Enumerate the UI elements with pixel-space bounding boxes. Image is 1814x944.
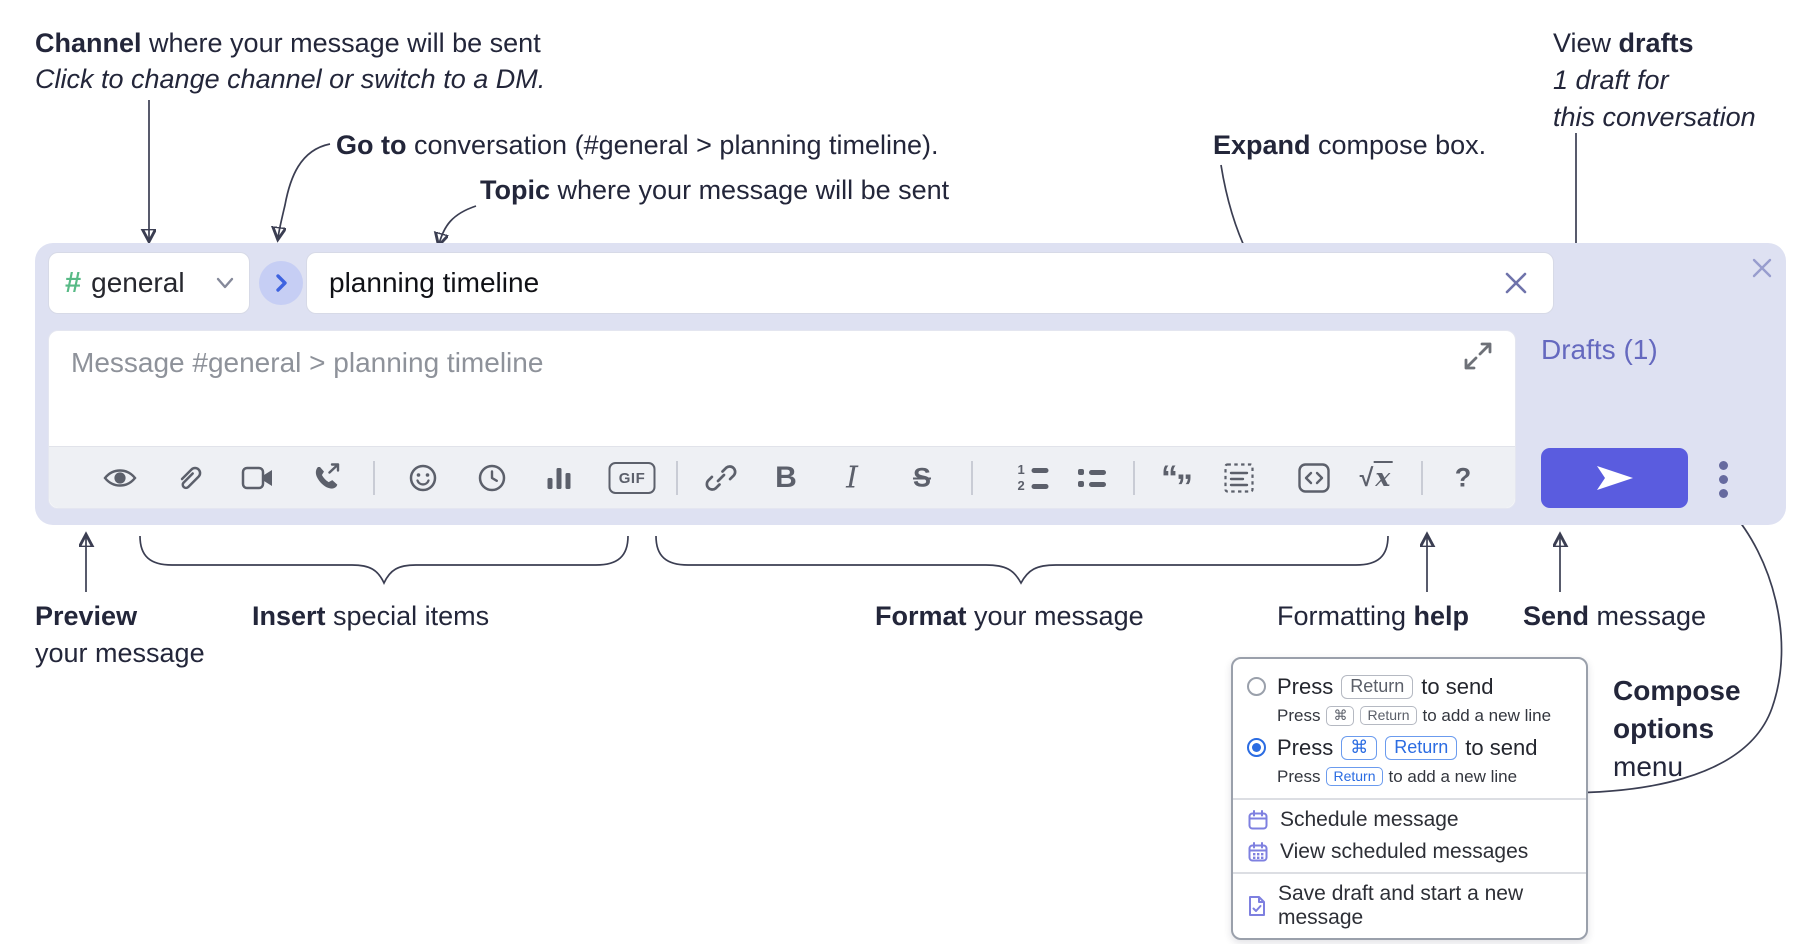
emoji-icon — [409, 464, 437, 492]
option-return-to-send[interactable]: Press Return to send Press ⌘ Return to a… — [1247, 673, 1571, 727]
toolbar-divider — [373, 461, 375, 495]
gif-icon: GIF — [608, 462, 656, 494]
link-icon — [705, 465, 737, 491]
kebab-icon — [1718, 460, 1728, 470]
bold-button[interactable]: B — [775, 461, 797, 494]
chevron-right-icon — [276, 274, 287, 292]
formula-icon: √x — [1359, 461, 1393, 492]
annotation-expand: Expand compose box. — [1213, 130, 1487, 160]
menu-item-view-scheduled[interactable]: View scheduled messages — [1245, 836, 1574, 868]
code-button[interactable] — [1297, 462, 1331, 494]
code-block-button[interactable] — [1223, 462, 1255, 494]
formatting-help-button[interactable]: ? — [1454, 462, 1472, 493]
annotation-channel: Channel where your message will be sent … — [35, 28, 546, 94]
key-return: Return — [1385, 736, 1458, 760]
key-return: Return — [1326, 767, 1383, 786]
composer-close-button[interactable] — [1748, 254, 1776, 282]
link-button[interactable] — [705, 462, 737, 494]
gif-button[interactable]: GIF — [608, 462, 656, 494]
menu-item-save-draft[interactable]: Save draft and start a new message — [1245, 878, 1574, 934]
channel-hash-icon: # — [65, 266, 82, 299]
key-cmd: ⌘ — [1326, 705, 1355, 726]
option-cmd-return-to-send[interactable]: Press ⌘ Return to send Press Return to a… — [1247, 734, 1571, 788]
code-icon — [1298, 463, 1330, 493]
annotation-view-drafts: View drafts 1 draft for this conversatio… — [1553, 28, 1756, 132]
compose-box: # general Message #general > planning ti… — [35, 243, 1786, 525]
toolbar-divider — [1133, 461, 1135, 495]
video-clip-button[interactable] — [241, 465, 275, 491]
annotation-formatting-help: Formatting help — [1277, 601, 1470, 631]
toolbar-divider — [676, 461, 678, 495]
annotation-topic: Topic where your message will be sent — [480, 175, 950, 205]
key-return: Return — [1360, 706, 1417, 725]
blockquote-button[interactable]: “” — [1161, 459, 1193, 506]
compose-options-menu: Press Return to send Press ⌘ Return to a… — [1231, 657, 1588, 940]
radio-selected[interactable] — [1247, 738, 1266, 757]
clock-button[interactable] — [477, 463, 507, 493]
drafts-link[interactable]: Drafts (1) — [1541, 334, 1658, 365]
emoji-button[interactable] — [408, 463, 438, 493]
key-return: Return — [1341, 675, 1414, 699]
phone-outgoing-icon — [315, 463, 340, 489]
chevron-down-icon — [216, 277, 234, 289]
calendar-icon — [1248, 810, 1268, 830]
radio-unselected[interactable] — [1247, 677, 1266, 696]
code-block-icon — [1224, 463, 1254, 493]
annotation-goto: Go to conversation (#general > planning … — [336, 130, 939, 160]
expand-icon — [1464, 342, 1492, 370]
audio-call-button[interactable] — [312, 463, 342, 493]
annotation-channel-sub: Click to change channel or switch to a D… — [35, 64, 546, 94]
paperclip-icon — [180, 466, 202, 490]
video-camera-icon — [241, 466, 272, 490]
send-icon — [1596, 466, 1633, 490]
clock-icon — [478, 464, 506, 492]
annotation-compose-options: Compose options menu — [1613, 675, 1741, 782]
send-button[interactable] — [1541, 448, 1688, 508]
bullet-list-icon — [1078, 469, 1106, 487]
topic-input[interactable] — [306, 252, 1554, 314]
bar-chart-icon — [547, 468, 571, 489]
italic-button[interactable]: I — [846, 460, 858, 496]
bullet-list-button[interactable] — [1078, 469, 1106, 487]
annotation-format: Format your message — [875, 601, 1144, 631]
menu-divider — [1233, 798, 1586, 800]
expand-compose-button[interactable] — [1463, 341, 1493, 371]
save-draft-icon — [1249, 896, 1265, 916]
annotation-preview: Preview your message — [35, 601, 205, 668]
message-input[interactable]: Message #general > planning timeline — [48, 330, 1516, 509]
x-icon — [1505, 272, 1527, 294]
goto-conversation-button[interactable] — [259, 261, 303, 305]
formula-button[interactable]: √x — [1359, 461, 1393, 493]
channel-selector-button[interactable]: # general — [48, 252, 250, 314]
toolbar-divider — [1421, 461, 1423, 495]
quote-icon: “” — [1161, 459, 1193, 506]
ordered-list-button[interactable]: 1 2 — [1018, 463, 1049, 492]
compose-options-button[interactable] — [1711, 455, 1735, 503]
preview-button[interactable] — [102, 464, 138, 492]
strikethrough-button[interactable]: S — [912, 462, 932, 493]
poll-button[interactable] — [545, 464, 573, 492]
menu-item-schedule-message[interactable]: Schedule message — [1245, 804, 1574, 836]
formatting-toolbar: GIF B I S — [49, 446, 1515, 508]
eye-icon — [103, 469, 137, 487]
annotation-insert: Insert special items — [252, 601, 490, 631]
close-icon — [1752, 258, 1772, 278]
message-placeholder: Message #general > planning timeline — [71, 347, 544, 378]
calendar-grid-icon — [1248, 842, 1268, 862]
menu-divider — [1233, 872, 1586, 874]
annotation-send-message: Send message — [1523, 601, 1707, 631]
attach-file-button[interactable] — [173, 462, 203, 494]
channel-name: general — [91, 267, 185, 298]
toolbar-divider — [971, 461, 973, 495]
key-cmd: ⌘ — [1341, 736, 1378, 760]
topic-clear-button[interactable] — [1501, 268, 1531, 298]
ordered-list-icon: 1 2 — [1018, 463, 1049, 492]
